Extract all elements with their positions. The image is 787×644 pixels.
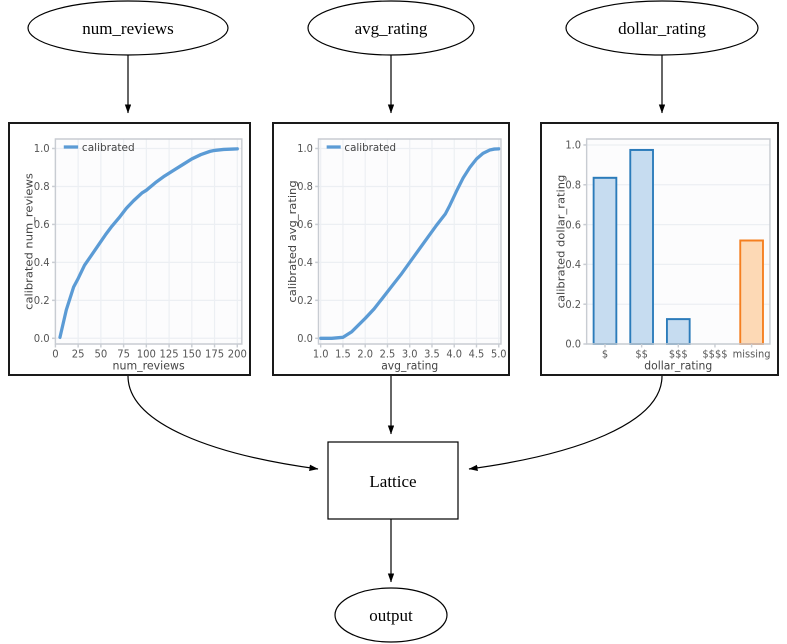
svg-text:0.2: 0.2: [34, 295, 50, 307]
svg-text:0.8: 0.8: [565, 180, 581, 191]
svg-text:0.6: 0.6: [297, 220, 313, 231]
svg-text:calibrated avg_rating: calibrated avg_rating: [287, 180, 300, 302]
node-avg-rating-label: avg_rating: [355, 19, 428, 38]
svg-text:100: 100: [137, 348, 156, 360]
svg-text:0.0: 0.0: [297, 334, 313, 345]
edge-calibrator-dollar-rating-to-lattice: [468, 375, 663, 472]
svg-text:$$: $$: [635, 349, 648, 360]
svg-text:0.0: 0.0: [565, 340, 581, 351]
svg-text:0.8: 0.8: [297, 182, 313, 193]
svg-text:50: 50: [94, 348, 107, 360]
svg-text:dollar_rating: dollar_rating: [644, 359, 712, 372]
svg-text:$: $: [602, 349, 608, 360]
calibrator-chart-avg-rating[interactable]: 0.0 0.2 0.4 0.6 0.8 1.0 1.0 1.5 2.0 2.5 3.0 3.5 4.0 4…: [272, 122, 510, 376]
svg-text:1.5: 1.5: [335, 349, 351, 360]
svg-text:calibrated dollar_rating: calibrated dollar_rating: [555, 175, 568, 309]
svg-text:75: 75: [117, 348, 130, 360]
svg-text:2.0: 2.0: [357, 349, 373, 360]
svg-text:125: 125: [159, 348, 178, 360]
node-num-reviews-label: num_reviews: [82, 19, 174, 38]
svg-text:0.4: 0.4: [565, 260, 581, 271]
svg-text:200: 200: [228, 348, 247, 360]
node-avg-rating[interactable]: avg_rating: [307, 0, 475, 56]
node-output[interactable]: output: [334, 587, 448, 643]
svg-text:1.0: 1.0: [34, 143, 50, 155]
svg-text:0.6: 0.6: [565, 220, 581, 231]
svg-text:150: 150: [182, 348, 201, 360]
svg-text:4.5: 4.5: [469, 349, 485, 360]
svg-text:4.0: 4.0: [446, 349, 462, 360]
svg-text:0.2: 0.2: [297, 296, 313, 307]
node-lattice-label: Lattice: [369, 472, 416, 491]
svg-text:175: 175: [205, 348, 224, 360]
svg-text:0.4: 0.4: [297, 258, 313, 269]
node-output-label: output: [369, 606, 413, 625]
svg-text:missing: missing: [733, 349, 771, 360]
svg-text:2.5: 2.5: [380, 349, 396, 360]
node-dollar-rating-label: dollar_rating: [618, 19, 706, 38]
svg-text:$$$$: $$$$: [702, 349, 727, 360]
node-dollar-rating[interactable]: dollar_rating: [565, 0, 759, 56]
node-lattice[interactable]: Lattice: [327, 441, 459, 520]
svg-text:calibrated: calibrated: [82, 141, 135, 154]
svg-text:$$$: $$$: [669, 349, 688, 360]
svg-text:calibrated num_reviews: calibrated num_reviews: [23, 173, 36, 310]
svg-text:avg_rating: avg_rating: [381, 359, 438, 372]
svg-text:3.0: 3.0: [402, 349, 418, 360]
svg-text:calibrated: calibrated: [344, 141, 396, 154]
svg-text:0.0: 0.0: [34, 333, 50, 345]
svg-text:25: 25: [72, 348, 85, 360]
svg-text:5.0: 5.0: [491, 349, 507, 360]
edge-calibrator-num-reviews-to-lattice: [127, 375, 319, 472]
svg-text:num_reviews: num_reviews: [113, 359, 185, 372]
svg-text:0.6: 0.6: [34, 219, 50, 231]
svg-text:0.8: 0.8: [34, 181, 50, 193]
svg-text:1.0: 1.0: [565, 140, 581, 151]
svg-text:1.0: 1.0: [297, 144, 313, 155]
svg-text:3.5: 3.5: [424, 349, 440, 360]
svg-text:1.0: 1.0: [313, 349, 329, 360]
svg-text:0: 0: [52, 348, 58, 360]
svg-text:0.2: 0.2: [565, 300, 581, 311]
svg-text:0.4: 0.4: [34, 257, 50, 269]
node-num-reviews[interactable]: num_reviews: [27, 0, 229, 56]
